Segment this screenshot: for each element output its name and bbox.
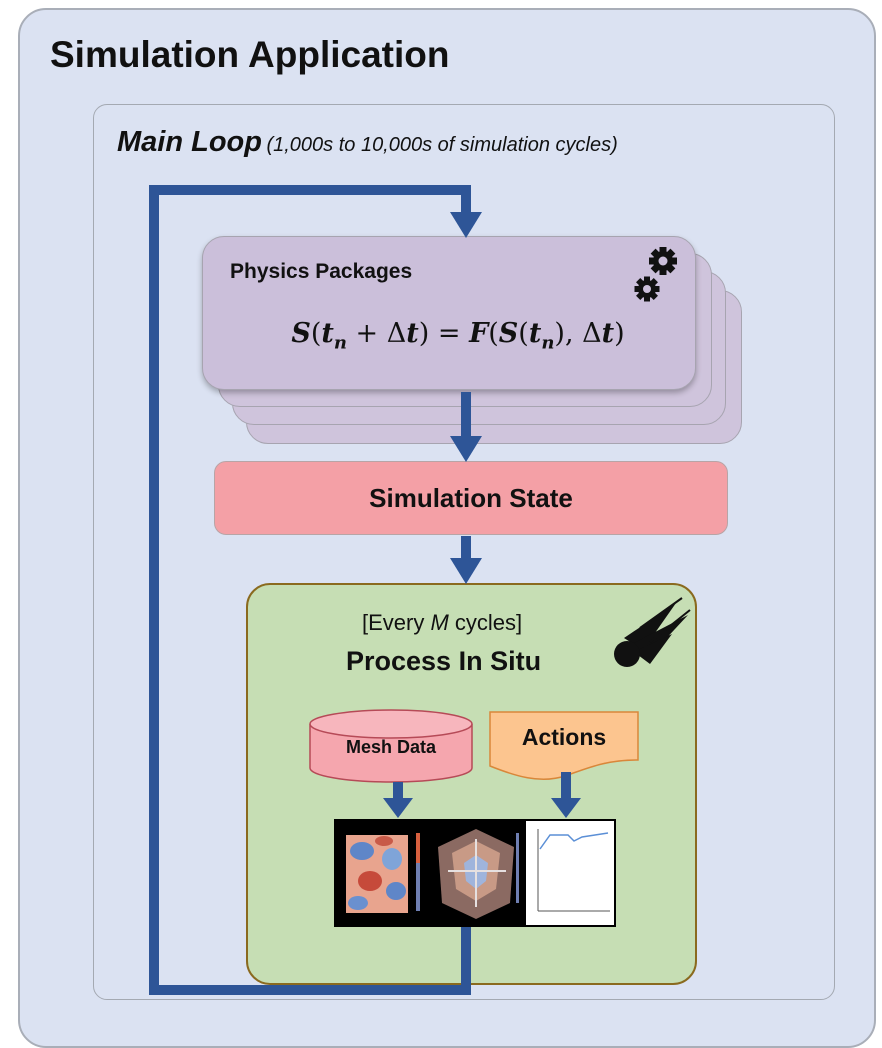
- simulation-state-label: Simulation State: [369, 482, 573, 513]
- arrow-to-state-shaft: [461, 392, 471, 440]
- arrow-mesh-shaft: [393, 782, 403, 800]
- output-thumbnails: [334, 819, 616, 927]
- arrow-actions-shaft: [561, 772, 571, 800]
- process-in-situ-title: Process In Situ: [346, 646, 542, 676]
- simulation-state-box: Simulation State: [214, 461, 728, 535]
- line-plot-thumbnail: [526, 821, 614, 925]
- arrow-mesh-head: [383, 798, 413, 818]
- gears-icon: [634, 247, 677, 302]
- arrow-to-insitu-shaft: [461, 536, 471, 562]
- arrow-to-insitu-head: [450, 558, 482, 584]
- main-loop-arrow: [149, 185, 471, 995]
- mesh-data-cylinder: [309, 709, 473, 783]
- comet-icon: [614, 597, 691, 667]
- main-loop-title: Main Loop: [117, 126, 262, 158]
- arrow-actions-head: [551, 798, 581, 818]
- app-title: Simulation Application: [50, 34, 450, 75]
- physics-packages-label: Physics Packages: [230, 260, 413, 283]
- physics-packages-card: [202, 236, 696, 390]
- update-equation: S(tn + Δt) = F(S(tn), Δt): [291, 318, 625, 354]
- mesh-render-thumbnail: [430, 819, 524, 927]
- actions-label: Actions: [521, 724, 607, 750]
- main-loop-subtitle: (1,000s to 10,000s of simulation cycles): [266, 134, 618, 156]
- diagram-shapes: [149, 185, 691, 995]
- arrow-to-state-head: [450, 436, 482, 462]
- main-loop-arrowhead: [450, 212, 482, 238]
- field-heatmap-thumbnail: [334, 819, 430, 927]
- every-m-cycles-label: [Every M cycles]: [362, 610, 523, 635]
- mesh-data-label: Mesh Data: [345, 737, 437, 757]
- main-loop-heading: Main Loop (1,000s to 10,000s of simulati…: [117, 126, 618, 159]
